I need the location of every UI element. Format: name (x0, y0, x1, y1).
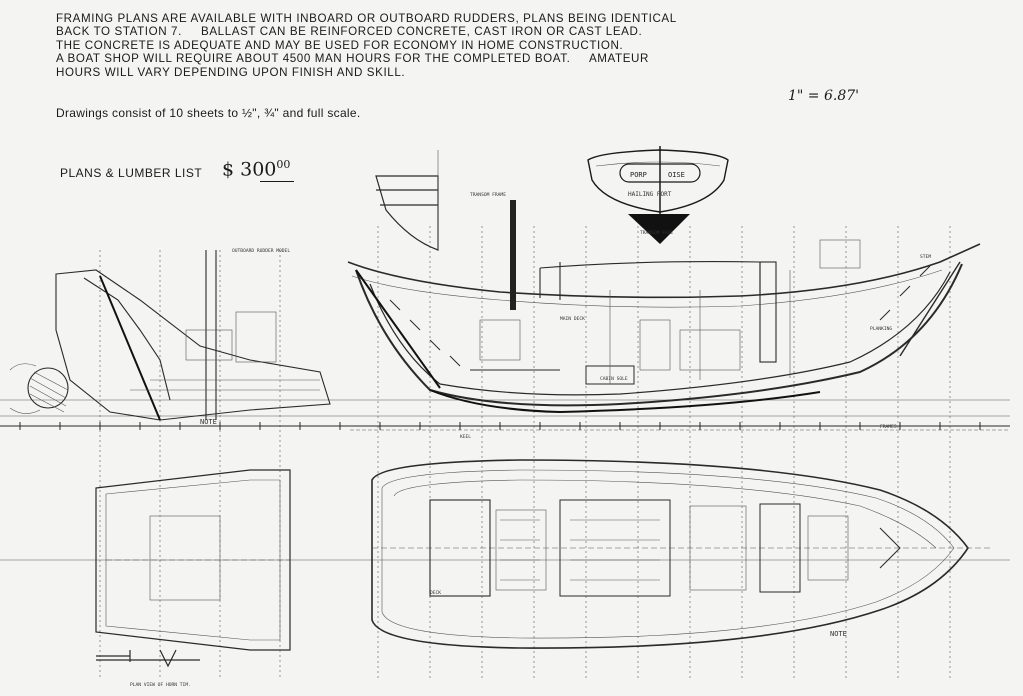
transom-face: PORP OISE HAILING PORT TRANSOM FACE (587, 146, 729, 244)
stem-label: STEM (920, 254, 931, 260)
transom-name-2: OISE (668, 171, 685, 179)
intro-line-5: HOURS WILL VARY DEPENDING UPON FINISH AN… (56, 65, 406, 79)
note-right: NOTE (830, 630, 847, 638)
plans-label: PLANS & LUMBER LIST (60, 166, 203, 180)
transom-port: HAILING PORT (628, 191, 672, 198)
intro-line-1: FRAMING PLANS ARE AVAILABLE WITH INBOARD… (56, 12, 677, 25)
price-underline (260, 181, 294, 182)
deck-label: DECK (430, 590, 441, 596)
deck-plan (371, 459, 990, 649)
waterlines (0, 399, 1010, 561)
intro-line-3: THE CONCRETE IS ADEQUATE AND MAY BE USED… (56, 38, 624, 52)
scale-note: 1" = 6.87' (788, 88, 859, 104)
planking-label: PLANKING (870, 326, 892, 332)
transom-caption: TRANSOM FACE (640, 230, 673, 236)
plan-view-label: PLAN VIEW OF HORN TIM. (130, 682, 191, 688)
intro-line-2: BACK TO STATION 7. BALLAST CAN BE REINFO… (56, 25, 643, 39)
hull-profile (347, 200, 981, 414)
frames-label: FRAMES (880, 424, 897, 430)
keel-label: KEEL (460, 434, 471, 440)
price-cents: 00 (276, 158, 291, 171)
transom-frame-label: TRANSOM FRAME (470, 192, 506, 198)
cabin-sole-label: CABIN SOLE (600, 376, 628, 382)
rudder-note: OUTBOARD RUDDER MODEL (232, 248, 290, 254)
intro-line-4: A BOAT SHOP WILL REQUIRE ABOUT 4500 MAN … (56, 52, 649, 66)
transom-frame-drawing (375, 150, 439, 251)
drawings-note: Drawings consist of 10 sheets to ½", ¾" … (56, 106, 361, 120)
price: $ 30000 (222, 158, 290, 180)
stern-plan-view (95, 469, 291, 668)
note-left: NOTE (200, 418, 217, 426)
price-dollars: $ 300 (222, 158, 277, 181)
transom-name-1: PORP (630, 171, 647, 179)
intro-paragraph: FRAMING PLANS ARE AVAILABLE WITH INBOARD… (56, 12, 716, 79)
station-ruler (0, 422, 1010, 430)
stern-section-drawing (9, 250, 331, 421)
main-deck-label: MAIN DECK (560, 316, 585, 322)
station-lines (99, 226, 951, 680)
